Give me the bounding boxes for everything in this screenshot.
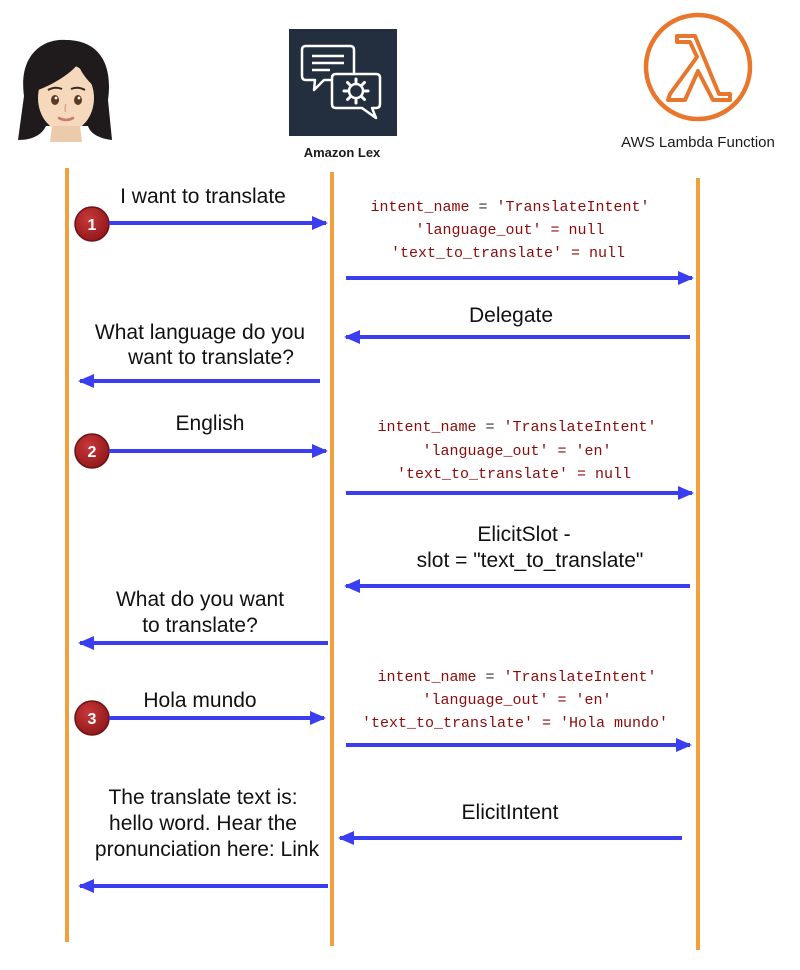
request-text-slot: 'text_to_translate' = 'Hola mundo' bbox=[362, 715, 668, 732]
lambda-response: slot = "text_to_translate" bbox=[417, 549, 644, 572]
request-intent-key: intent_name bbox=[370, 199, 469, 216]
step-number: 2 bbox=[88, 444, 97, 461]
request-text-slot: 'text_to_translate' = null bbox=[397, 466, 631, 483]
bot-reply-line: What do you want bbox=[116, 588, 284, 611]
amazon-lex-label: Amazon Lex bbox=[304, 145, 381, 160]
lambda-response: Delegate bbox=[469, 304, 553, 327]
request-intent-key: intent_name bbox=[377, 669, 476, 686]
svg-text:intent_name = 'TranslateIntent: intent_name = 'TranslateIntent' bbox=[377, 419, 656, 436]
lambda-response: ElicitSlot - bbox=[477, 523, 570, 546]
aws-lambda-icon bbox=[643, 12, 753, 122]
user-message: Hola mundo bbox=[143, 689, 256, 712]
step-number: 1 bbox=[88, 217, 97, 234]
bot-reply-line: pronunciation here: Link bbox=[95, 838, 320, 861]
request-intent-value: 'TranslateIntent' bbox=[504, 419, 657, 436]
request-text-slot: 'text_to_translate' = null bbox=[391, 245, 625, 262]
step-badge: 2 bbox=[74, 433, 110, 469]
svg-text:intent_name = 'TranslateIntent: intent_name = 'TranslateIntent' bbox=[377, 669, 656, 686]
bot-reply-line: hello word. Hear the bbox=[109, 812, 297, 835]
bot-reply-line: What language do you bbox=[95, 321, 305, 344]
step-number: 3 bbox=[88, 711, 97, 728]
svg-text:intent_name = 'TranslateIntent: intent_name = 'TranslateIntent' bbox=[370, 199, 649, 216]
user-message: English bbox=[176, 412, 245, 435]
amazon-lex-icon bbox=[289, 29, 397, 136]
bot-reply-line: to translate? bbox=[142, 614, 258, 637]
request-language-slot: 'language_out' = 'en' bbox=[422, 443, 611, 460]
bot-reply-line: The translate text is: bbox=[108, 786, 297, 809]
request-intent-key: intent_name bbox=[377, 419, 476, 436]
bot-reply-line: want to translate? bbox=[127, 346, 294, 369]
aws-lambda-label: AWS Lambda Function bbox=[621, 134, 775, 151]
request-intent-value: 'TranslateIntent' bbox=[497, 199, 650, 216]
step-badge: 3 bbox=[74, 700, 110, 736]
request-intent-value: 'TranslateIntent' bbox=[504, 669, 657, 686]
lambda-response: ElicitIntent bbox=[462, 801, 559, 824]
user-avatar-icon bbox=[18, 39, 112, 142]
step-badge: 1 bbox=[74, 206, 110, 242]
request-language-slot: 'language_out' = 'en' bbox=[422, 692, 611, 709]
request-language-slot: 'language_out' = null bbox=[415, 222, 604, 239]
user-message: I want to translate bbox=[120, 185, 286, 208]
